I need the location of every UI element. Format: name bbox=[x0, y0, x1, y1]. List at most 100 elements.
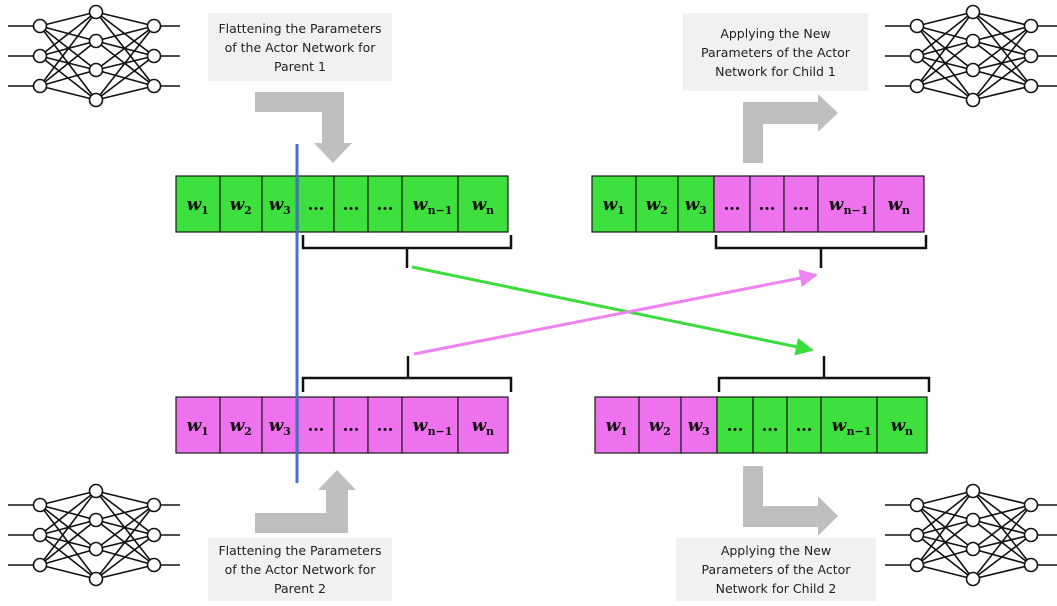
parent2-cell-8-subscript: n bbox=[486, 425, 494, 438]
brace-parent2 bbox=[301, 356, 513, 392]
child2-cell-2-label: w bbox=[649, 416, 665, 436]
parent1-cell-7-subscript: n−1 bbox=[428, 204, 453, 217]
flow-arrow-parent1 bbox=[255, 92, 352, 163]
parent2-cell-4-label: … bbox=[308, 416, 325, 436]
child1-cell-8-label: w bbox=[888, 195, 904, 215]
parent1-cell-3-subscript: 3 bbox=[283, 204, 291, 217]
child2-cell-2-subscript: 2 bbox=[663, 425, 671, 438]
parent1-cell-4-label: … bbox=[308, 195, 325, 215]
neural-network-icon-child1 bbox=[885, 4, 1057, 108]
parent1-cell-8-subscript: n bbox=[486, 204, 494, 217]
neural-network-icon-child2 bbox=[885, 483, 1057, 587]
parent2-cell-3-label: w bbox=[269, 416, 285, 436]
child2-cell-8-subscript: n bbox=[905, 425, 913, 438]
child1-cell-8-subscript: n bbox=[902, 204, 910, 217]
child1-cell-6-label: … bbox=[793, 195, 810, 215]
child2-cell-4: … bbox=[716, 396, 754, 454]
child1-cell-6: … bbox=[783, 175, 819, 233]
parent2-cell-1-subscript: 1 bbox=[201, 425, 209, 438]
parent1-cell-1-subscript: 1 bbox=[201, 204, 209, 217]
flow-arrow-parent2 bbox=[255, 470, 356, 533]
parent2-cell-5-label: … bbox=[343, 416, 360, 436]
parent1-cell-5-label: … bbox=[343, 195, 360, 215]
child2-cell-7-subscript: n−1 bbox=[847, 425, 872, 438]
parent1-cell-4: … bbox=[297, 175, 335, 233]
parent1-cell-2-subscript: 2 bbox=[244, 204, 252, 217]
caption-parent1: Flattening the Parameters of the Actor N… bbox=[208, 13, 392, 81]
parent2-cell-7-label: w bbox=[413, 416, 429, 436]
parent2-cell-8-label: w bbox=[472, 416, 488, 436]
parent1-cell-8-label: w bbox=[472, 195, 488, 215]
child2-cell-5: … bbox=[752, 396, 788, 454]
child2-cell-7-label: w bbox=[832, 416, 848, 436]
parent2-cell-2-label: w bbox=[230, 416, 246, 436]
child2-cell-3-subscript: 3 bbox=[702, 425, 710, 438]
child1-cell-5: … bbox=[749, 175, 785, 233]
child2-cell-6: … bbox=[786, 396, 822, 454]
caption-child2: Applying the New Parameters of the Actor… bbox=[676, 538, 876, 601]
child1-cell-2-label: w bbox=[646, 195, 662, 215]
flow-arrow-child1 bbox=[743, 94, 838, 163]
parent2-cell-7-subscript: n−1 bbox=[428, 425, 453, 438]
child2-cell-5-label: … bbox=[762, 416, 779, 436]
child2-cell-3-label: w bbox=[688, 416, 704, 436]
child1-cell-2-subscript: 2 bbox=[660, 204, 668, 217]
parent1-cell-6: … bbox=[367, 175, 403, 233]
parent2-cell-2-subscript: 2 bbox=[244, 425, 252, 438]
brace-parent1 bbox=[301, 235, 513, 268]
green-crossover-arrow bbox=[411, 265, 814, 356]
neural-network-icon-parent2 bbox=[8, 483, 180, 587]
child2-cell-4-label: … bbox=[727, 416, 744, 436]
child2-cell-6-label: … bbox=[796, 416, 813, 436]
parent1-cell-5: … bbox=[333, 175, 369, 233]
child1-cell-4: … bbox=[713, 175, 751, 233]
parent2-cell-6-label: … bbox=[377, 416, 394, 436]
parent2-cell-6: … bbox=[367, 396, 403, 454]
child2-cell-1-label: w bbox=[606, 416, 622, 436]
parent1-cell-3-label: w bbox=[269, 195, 285, 215]
brace-child1 bbox=[714, 235, 928, 268]
caption-parent2: Flattening the Parameters of the Actor N… bbox=[208, 538, 392, 601]
child1-cell-1-label: w bbox=[603, 195, 619, 215]
parent1-cell-1-label: w bbox=[187, 195, 203, 215]
child1-cell-3-label: w bbox=[685, 195, 701, 215]
flow-arrow-child2 bbox=[743, 466, 838, 536]
parent1-cell-2-label: w bbox=[230, 195, 246, 215]
parent2-cell-3-subscript: 3 bbox=[283, 425, 291, 438]
neural-network-icon-parent1 bbox=[8, 4, 180, 108]
child1-cell-7-label: w bbox=[829, 195, 845, 215]
parent1-cell-7-label: w bbox=[413, 195, 429, 215]
parent2-cell-5: … bbox=[333, 396, 369, 454]
child1-cell-4-label: … bbox=[724, 195, 741, 215]
parent2-cell-1-label: w bbox=[187, 416, 203, 436]
child1-cell-3-subscript: 3 bbox=[699, 204, 707, 217]
brace-child2 bbox=[717, 356, 931, 392]
child2-cell-1-subscript: 1 bbox=[620, 425, 628, 438]
child1-cell-7-subscript: n−1 bbox=[844, 204, 869, 217]
parent2-cell-4: … bbox=[297, 396, 335, 454]
